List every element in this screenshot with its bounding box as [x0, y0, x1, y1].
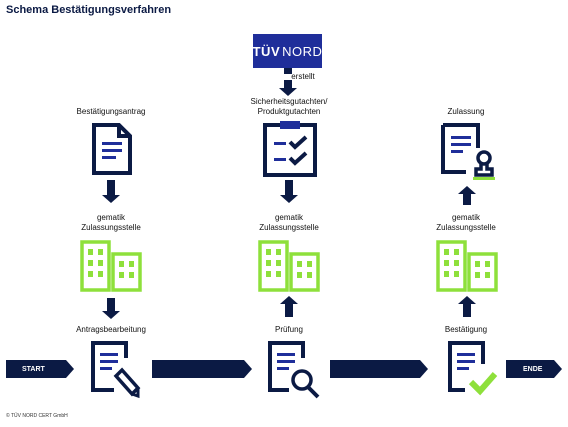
start-arrow	[6, 360, 74, 378]
arrow-down-icon	[280, 195, 298, 203]
label-gutachten: Sicherheitsgutachten/Produktgutachten	[250, 97, 328, 116]
certificate-stamp-icon	[441, 123, 495, 180]
arrow-up-icon	[280, 296, 298, 304]
flow-arrow	[330, 360, 428, 378]
end-arrow	[506, 360, 562, 378]
connector	[284, 68, 292, 74]
document-check-icon	[448, 341, 498, 396]
connector	[463, 303, 471, 317]
label-bestaetigungsantrag: Bestätigungsantrag	[76, 107, 146, 116]
connector	[284, 80, 292, 90]
arrow-down-icon	[102, 195, 120, 203]
arrow-up-icon	[458, 186, 476, 194]
label-pruefung: Prüfung	[274, 325, 304, 334]
document-icon	[92, 123, 132, 175]
diagram-title: Schema Bestätigungsverfahren	[6, 4, 172, 16]
logo-text-thin: NORD	[282, 43, 323, 59]
arrow-down-icon	[279, 88, 297, 96]
checklist-icon	[263, 121, 317, 177]
end-label: ENDE	[523, 365, 543, 373]
connector	[285, 180, 293, 196]
connector	[107, 298, 115, 312]
connector	[285, 303, 293, 317]
connector	[107, 180, 115, 196]
arrow-down-icon	[102, 311, 120, 319]
label-antragsbearbeitung: Antragsbearbeitung	[76, 325, 146, 334]
label-zulassung: Zulassung	[447, 107, 485, 116]
label-bestaetigung: Bestätigung	[444, 325, 488, 334]
document-magnifier-icon	[268, 341, 320, 399]
flow-arrow	[152, 360, 252, 378]
footer-copyright: © TÜV NORD CERT GmbH	[6, 413, 68, 419]
building-icon	[80, 240, 142, 292]
logo-text-bold: TÜV	[252, 43, 281, 59]
connector	[463, 193, 471, 205]
label-erstellt: erstellt	[291, 72, 315, 81]
building-icon	[258, 240, 320, 292]
start-label: START	[22, 365, 45, 373]
document-pen-icon	[91, 341, 141, 399]
arrow-up-icon	[458, 296, 476, 304]
building-icon	[436, 240, 498, 292]
